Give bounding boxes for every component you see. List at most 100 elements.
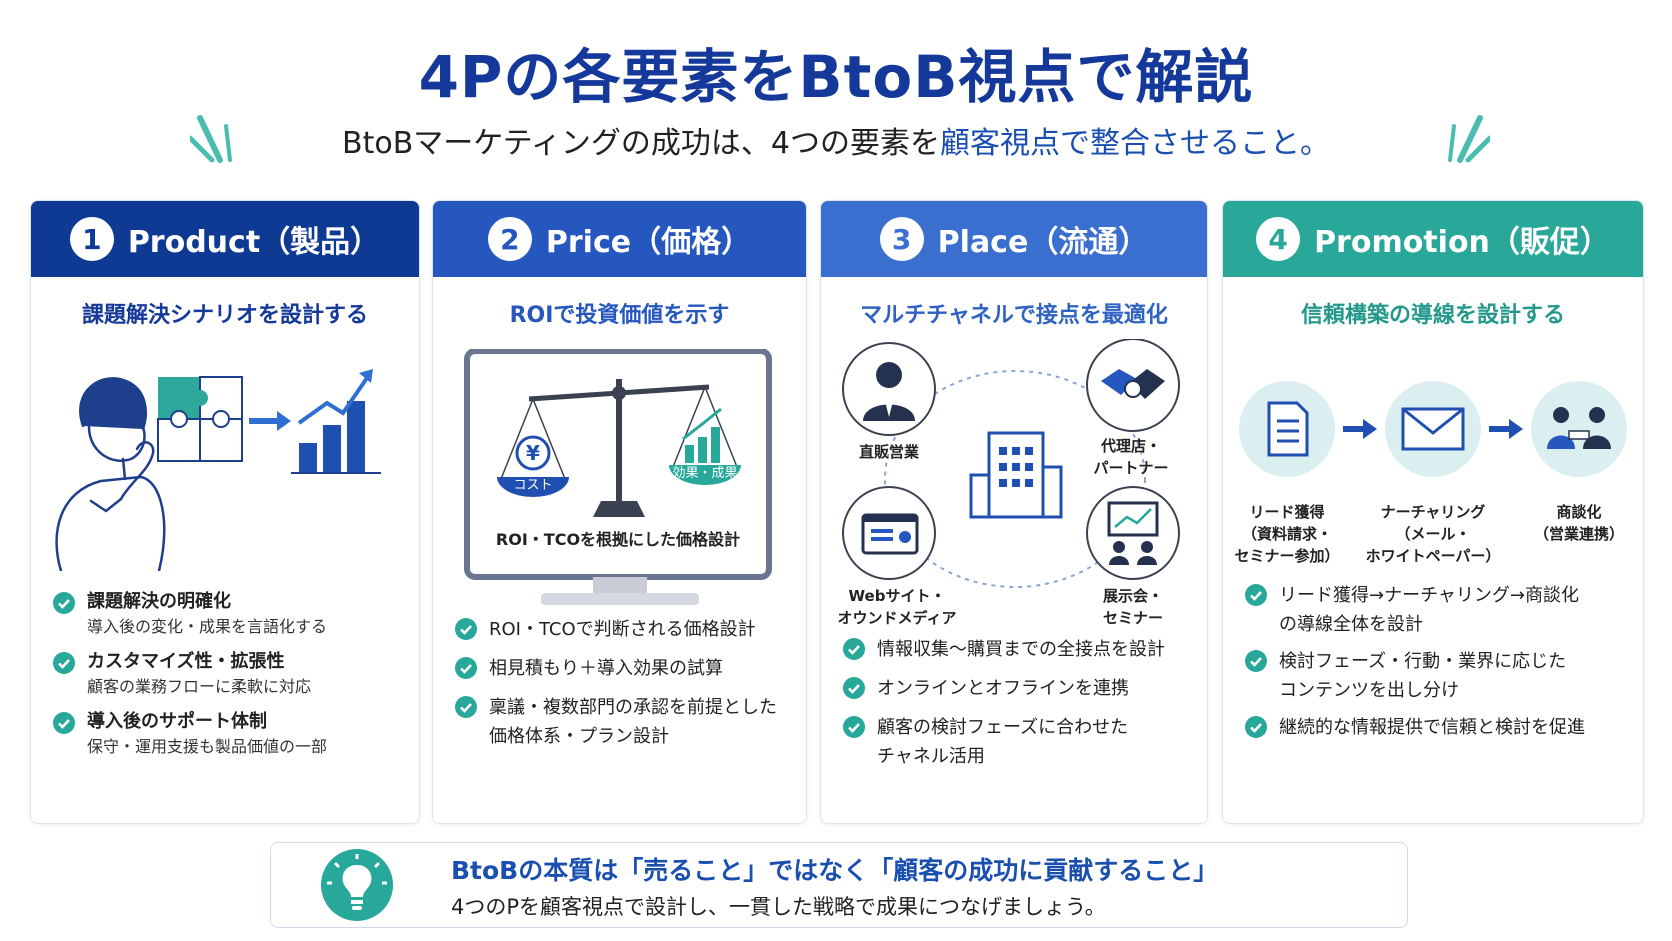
point-item: カスタマイズ性・拡張性顧客の業務フローに柔軟に対応 xyxy=(53,649,409,699)
page-title: 4Pの各要素をBtoB視点で解説 xyxy=(418,43,1254,111)
office-building-icon xyxy=(969,431,1063,519)
summary-body: 4つのPを顧客視点で設計し、一貫した戦略で成果につなげましょう。 xyxy=(451,895,1106,919)
check-circle-icon xyxy=(455,618,477,640)
point-item: 課題解決の明確化導入後の変化・成果を言語化する xyxy=(53,589,409,639)
roi-monitor-illustration: ¥ コスト 効果・成果 ROI・TCOを根拠にした価格設計 xyxy=(433,349,806,609)
card-subtitle: ROIで投資価値を示す xyxy=(509,303,730,328)
channel-partner-label: 代理店・パートナー xyxy=(1093,437,1169,477)
point-item: 情報収集〜購買までの全接点を設計 xyxy=(843,635,1197,664)
card-number: 2 xyxy=(487,217,532,261)
arrow-right-icon xyxy=(249,411,291,431)
business-meeting-icon xyxy=(1531,381,1627,477)
card-price: 2 Price（価格） ROIで投資価値を示す ¥ xyxy=(432,200,807,824)
cost-label: コスト xyxy=(513,478,553,493)
card-subtitle: 課題解決シナリオを設計する xyxy=(81,303,368,328)
card-title: Price（価格） xyxy=(545,225,752,260)
funnel-steps-illustration: リード獲得（資料請求・セミナー参加） ナーチャリング（メール・ホワイトペーパー）… xyxy=(1223,377,1643,587)
point-item: リード獲得→ナーチャリング→商談化の導線全体を設計 xyxy=(1245,581,1633,639)
effect-label: 効果・成果 xyxy=(672,466,738,481)
card-promotion: 4 Promotion（販促） 信頼構築の導線を設計する xyxy=(1222,200,1644,824)
sparkle-left-icon xyxy=(190,115,232,163)
card-price-points: ROI・TCOで判断される価格設計 相見積もり＋導入効果の試算 稟議・複数部門の… xyxy=(455,615,796,751)
card-product-header: 1 Product（製品） xyxy=(31,201,419,277)
point-sub: 顧客の業務フローに柔軟に対応 xyxy=(87,677,312,696)
channel-map-illustration: 直販営業 代理店・パートナー Webサイト・オウンドメディア 展示会・セミナー xyxy=(821,339,1207,629)
summary-banner: BtoBの本質は「売ること」ではなく「顧客の成功に貢献すること」 4つのPを顧客… xyxy=(270,842,1408,928)
check-circle-icon xyxy=(1245,716,1267,738)
page-subtitle: BtoBマーケティングの成功は、4つの要素を顧客視点で整合させること。 xyxy=(0,118,1672,162)
card-place-points: 情報収集〜購買までの全接点を設計 オンラインとオフラインを連携 顧客の検討フェー… xyxy=(843,635,1197,771)
problem-solving-illustration xyxy=(55,369,381,571)
roi-caption: ROI・TCOを根拠にした価格設計 xyxy=(495,530,741,549)
channel-direct-sales-label: 直販営業 xyxy=(858,443,919,461)
sparkle-right-icon xyxy=(1448,115,1490,163)
check-circle-icon xyxy=(843,716,865,738)
step-deal-label: 商談化（営業連携） xyxy=(1533,503,1624,543)
check-circle-icon xyxy=(455,696,477,718)
channel-website-label: Webサイト・オウンドメディア xyxy=(837,587,957,627)
card-subtitle: マルチチャネルで接点を最適化 xyxy=(860,303,1168,328)
point-item: ROI・TCOで判断される価格設計 xyxy=(455,615,796,644)
card-price-header: 2 Price（価格） xyxy=(433,201,806,277)
channel-seminar-label: 展示会・セミナー xyxy=(1102,587,1163,627)
card-product: 1 Product（製品） 課題解決シナリオを設計する xyxy=(30,200,420,824)
step-nurturing-label: ナーチャリング（メール・ホワイトペーパー） xyxy=(1365,503,1501,565)
seminar-presentation-icon xyxy=(1086,486,1180,580)
check-circle-icon xyxy=(53,712,75,734)
step-lead-label: リード獲得（資料請求・セミナー参加） xyxy=(1234,503,1340,565)
point-text: 顧客の検討フェーズに合わせた xyxy=(877,717,1129,738)
arrow-right-icon xyxy=(1343,419,1377,439)
funnel-steps-icon xyxy=(1239,381,1627,477)
point-text: 価格体系・プラン設計 xyxy=(489,726,669,747)
check-circle-icon xyxy=(843,638,865,660)
point-text: 継続的な情報提供で信頼と検討を促進 xyxy=(1279,717,1585,738)
point-item: 継続的な情報提供で信頼と検討を促進 xyxy=(1245,713,1633,742)
point-text: 稟議・複数部門の承認を前提とした xyxy=(489,697,777,718)
point-text: オンラインとオフラインを連携 xyxy=(877,678,1129,699)
channel-network-icon xyxy=(842,339,1180,588)
card-number: 3 xyxy=(879,217,924,261)
check-circle-icon xyxy=(455,657,477,679)
direct-sales-person-icon xyxy=(842,342,936,436)
lightbulb-icon xyxy=(321,849,393,921)
card-number: 1 xyxy=(69,217,114,261)
growth-bar-chart-icon xyxy=(291,369,381,474)
point-sub: 保守・運用支援も製品価値の一部 xyxy=(87,737,328,756)
card-title: Product（製品） xyxy=(127,225,381,260)
point-item: オンラインとオフラインを連携 xyxy=(843,674,1197,703)
card-product-points: 課題解決の明確化導入後の変化・成果を言語化する カスタマイズ性・拡張性顧客の業務… xyxy=(53,589,409,759)
point-sub: 導入後の変化・成果を言語化する xyxy=(87,617,328,636)
check-circle-icon xyxy=(843,677,865,699)
monitor-scale-icon: ¥ xyxy=(464,349,772,605)
check-circle-icon xyxy=(53,592,75,614)
subtitle-prefix: BtoBマーケティングの成功は、4つの要素を xyxy=(342,126,940,161)
card-title: Place（流通） xyxy=(937,225,1149,260)
point-text: 相見積もり＋導入効果の試算 xyxy=(489,658,723,679)
check-circle-icon xyxy=(1245,650,1267,672)
point-main: カスタマイズ性・拡張性 xyxy=(87,651,285,672)
point-main: 導入後のサポート体制 xyxy=(87,711,267,732)
handshake-icon xyxy=(1086,339,1180,432)
card-number: 4 xyxy=(1256,217,1301,261)
point-item: 顧客の検討フェーズに合わせたチャネル活用 xyxy=(843,713,1197,771)
svg-text:¥: ¥ xyxy=(526,441,540,465)
check-circle-icon xyxy=(53,652,75,674)
website-browser-icon xyxy=(842,486,936,580)
card-promotion-header: 4 Promotion（販促） xyxy=(1223,201,1643,277)
summary-headline: BtoBの本質は「売ること」ではなく「顧客の成功に貢献すること」 xyxy=(451,856,1219,885)
document-icon xyxy=(1239,381,1335,477)
point-item: 相見積もり＋導入効果の試算 xyxy=(455,654,796,683)
point-text: ROI・TCOで判断される価格設計 xyxy=(489,619,756,640)
point-item: 検討フェーズ・行動・業界に応じたコンテンツを出し分け xyxy=(1245,647,1633,705)
point-text: の導線全体を設計 xyxy=(1279,614,1423,635)
subtitle-highlight: 顧客視点で整合させること。 xyxy=(939,126,1330,161)
check-circle-icon xyxy=(1245,584,1267,606)
card-title: Promotion（販促） xyxy=(1314,225,1610,260)
card-place: 3 Place（流通） マルチチャネルで接点を最適化 xyxy=(820,200,1208,824)
point-text: 情報収集〜購買までの全接点を設計 xyxy=(877,639,1165,660)
puzzle-icon xyxy=(157,376,243,462)
envelope-icon xyxy=(1385,381,1481,477)
point-text: 検討フェーズ・行動・業界に応じた xyxy=(1279,651,1567,672)
point-main: 課題解決の明確化 xyxy=(87,591,231,612)
point-item: 稟議・複数部門の承認を前提とした価格体系・プラン設計 xyxy=(455,693,796,751)
